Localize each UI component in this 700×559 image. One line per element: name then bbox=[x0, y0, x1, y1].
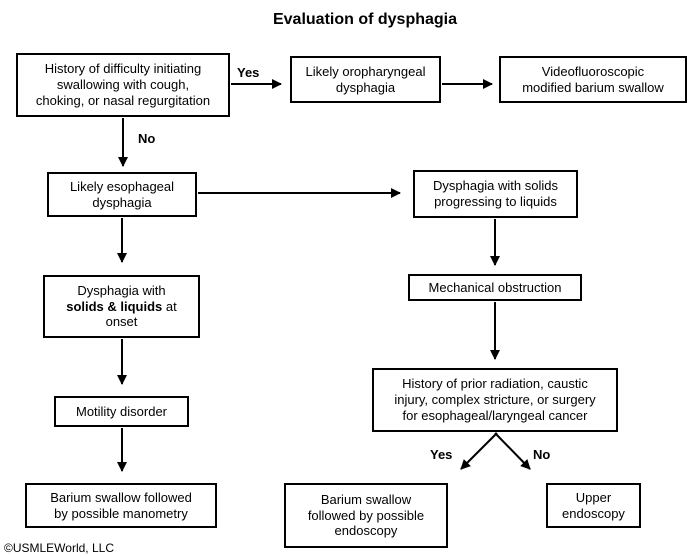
copyright-text: ©USMLEWorld, LLC bbox=[4, 541, 114, 555]
node-videofluoroscopic-swallow: Videofluoroscopic modified barium swallo… bbox=[499, 56, 687, 103]
node-barium-manometry: Barium swallow followed by possible mano… bbox=[25, 483, 217, 528]
node-history-initiating: History of difficulty initiating swallow… bbox=[16, 53, 230, 117]
node-text: at bbox=[162, 298, 177, 314]
node-line: Dysphagia with bbox=[77, 282, 166, 298]
node-barium-endoscopy: Barium swallow followed by possible endo… bbox=[284, 483, 448, 548]
node-line: onset bbox=[105, 314, 138, 330]
label-yes-barium-endoscopy: Yes bbox=[430, 447, 453, 462]
node-radiation-history: History of prior radiation, caustic inju… bbox=[372, 368, 618, 432]
arrow-radiation-to-barium-endoscopy bbox=[460, 432, 498, 470]
node-oropharyngeal-dysphagia: Likely oropharyngeal dysphagia bbox=[290, 56, 441, 103]
label-yes-oropharyngeal: Yes bbox=[237, 65, 260, 80]
label-no-esophageal: No bbox=[138, 131, 156, 146]
bold-text: solids & liquids bbox=[66, 298, 163, 314]
node-motility-disorder: Motility disorder bbox=[54, 396, 189, 427]
arrow-radiation-to-upper-endoscopy bbox=[494, 432, 531, 470]
page-title: Evaluation of dysphagia bbox=[272, 11, 458, 28]
node-mechanical-obstruction: Mechanical obstruction bbox=[408, 274, 582, 301]
label-no-upper-endoscopy: No bbox=[533, 447, 551, 462]
node-esophageal-dysphagia: Likely esophageal dysphagia bbox=[47, 172, 197, 217]
node-upper-endoscopy: Upper endoscopy bbox=[546, 483, 641, 528]
node-line: solids & liquids at bbox=[66, 299, 177, 315]
node-solids-progressing-liquids: Dysphagia with solids progressing to liq… bbox=[413, 170, 578, 218]
